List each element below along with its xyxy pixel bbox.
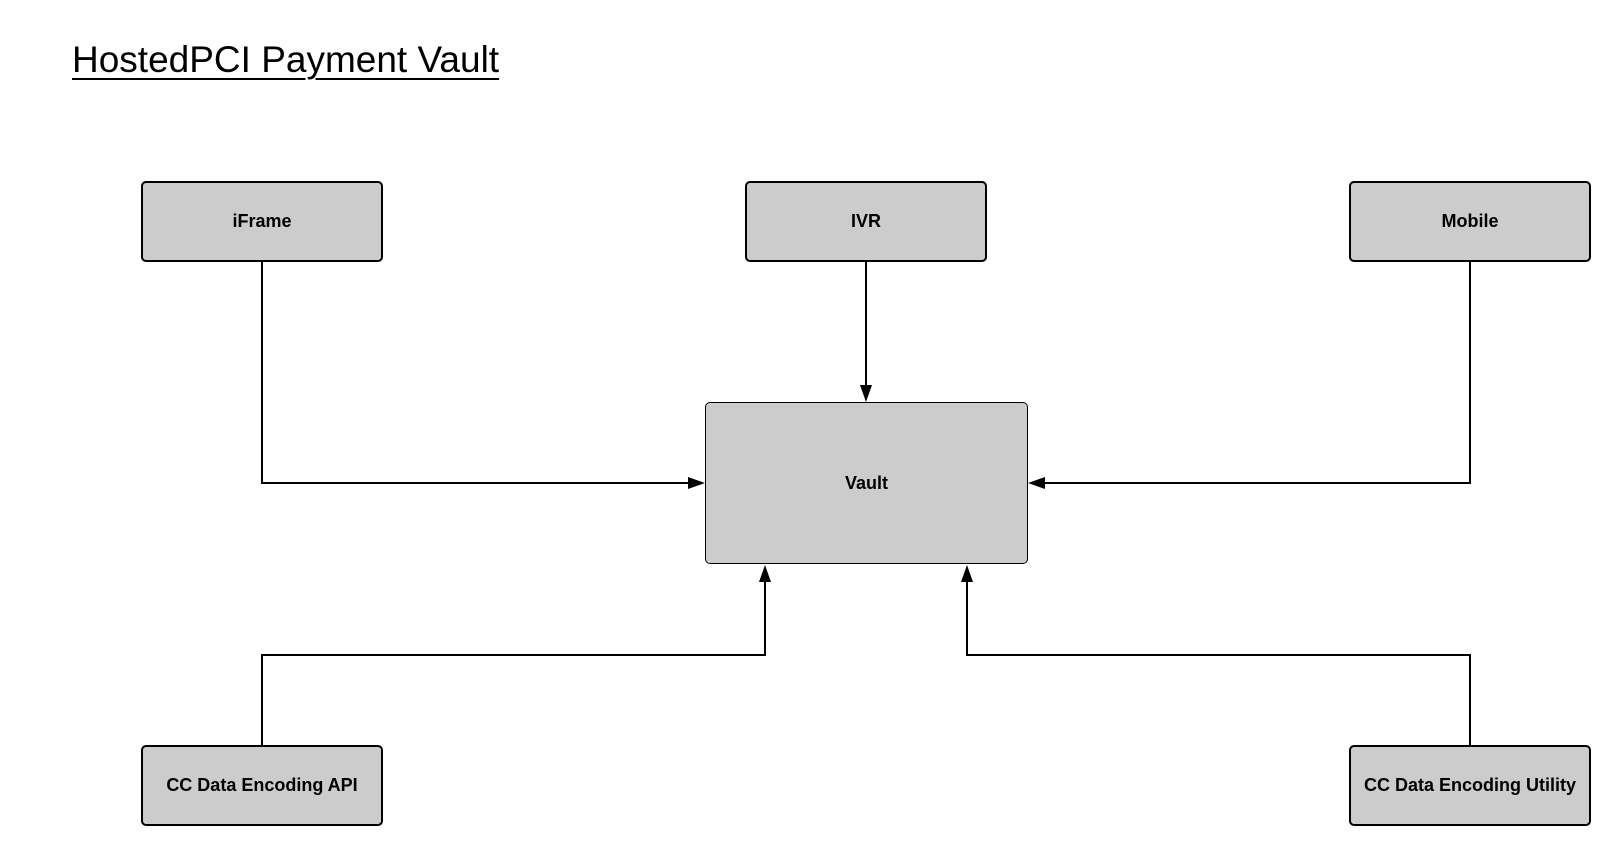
edge-iframe-to-vault	[261, 262, 688, 484]
edge-api-to-vault	[261, 581, 766, 745]
arrowhead-api	[759, 565, 771, 582]
arrowhead-utility	[961, 565, 973, 582]
node-mobile: Mobile	[1349, 181, 1591, 262]
node-cc-data-encoding-utility: CC Data Encoding Utility	[1349, 745, 1591, 826]
node-cc-data-encoding-api: CC Data Encoding API	[141, 745, 383, 826]
node-ivr: IVR	[745, 181, 987, 262]
edge-mobile-to-vault	[1045, 262, 1471, 484]
arrowhead-ivr	[860, 385, 872, 402]
node-vault: Vault	[705, 402, 1028, 564]
node-iframe: iFrame	[141, 181, 383, 262]
arrowhead-iframe	[688, 477, 705, 489]
edge-utility-to-vault	[966, 581, 1471, 745]
arrowhead-mobile	[1028, 477, 1045, 489]
diagram-title: HostedPCI Payment Vault	[72, 39, 500, 80]
